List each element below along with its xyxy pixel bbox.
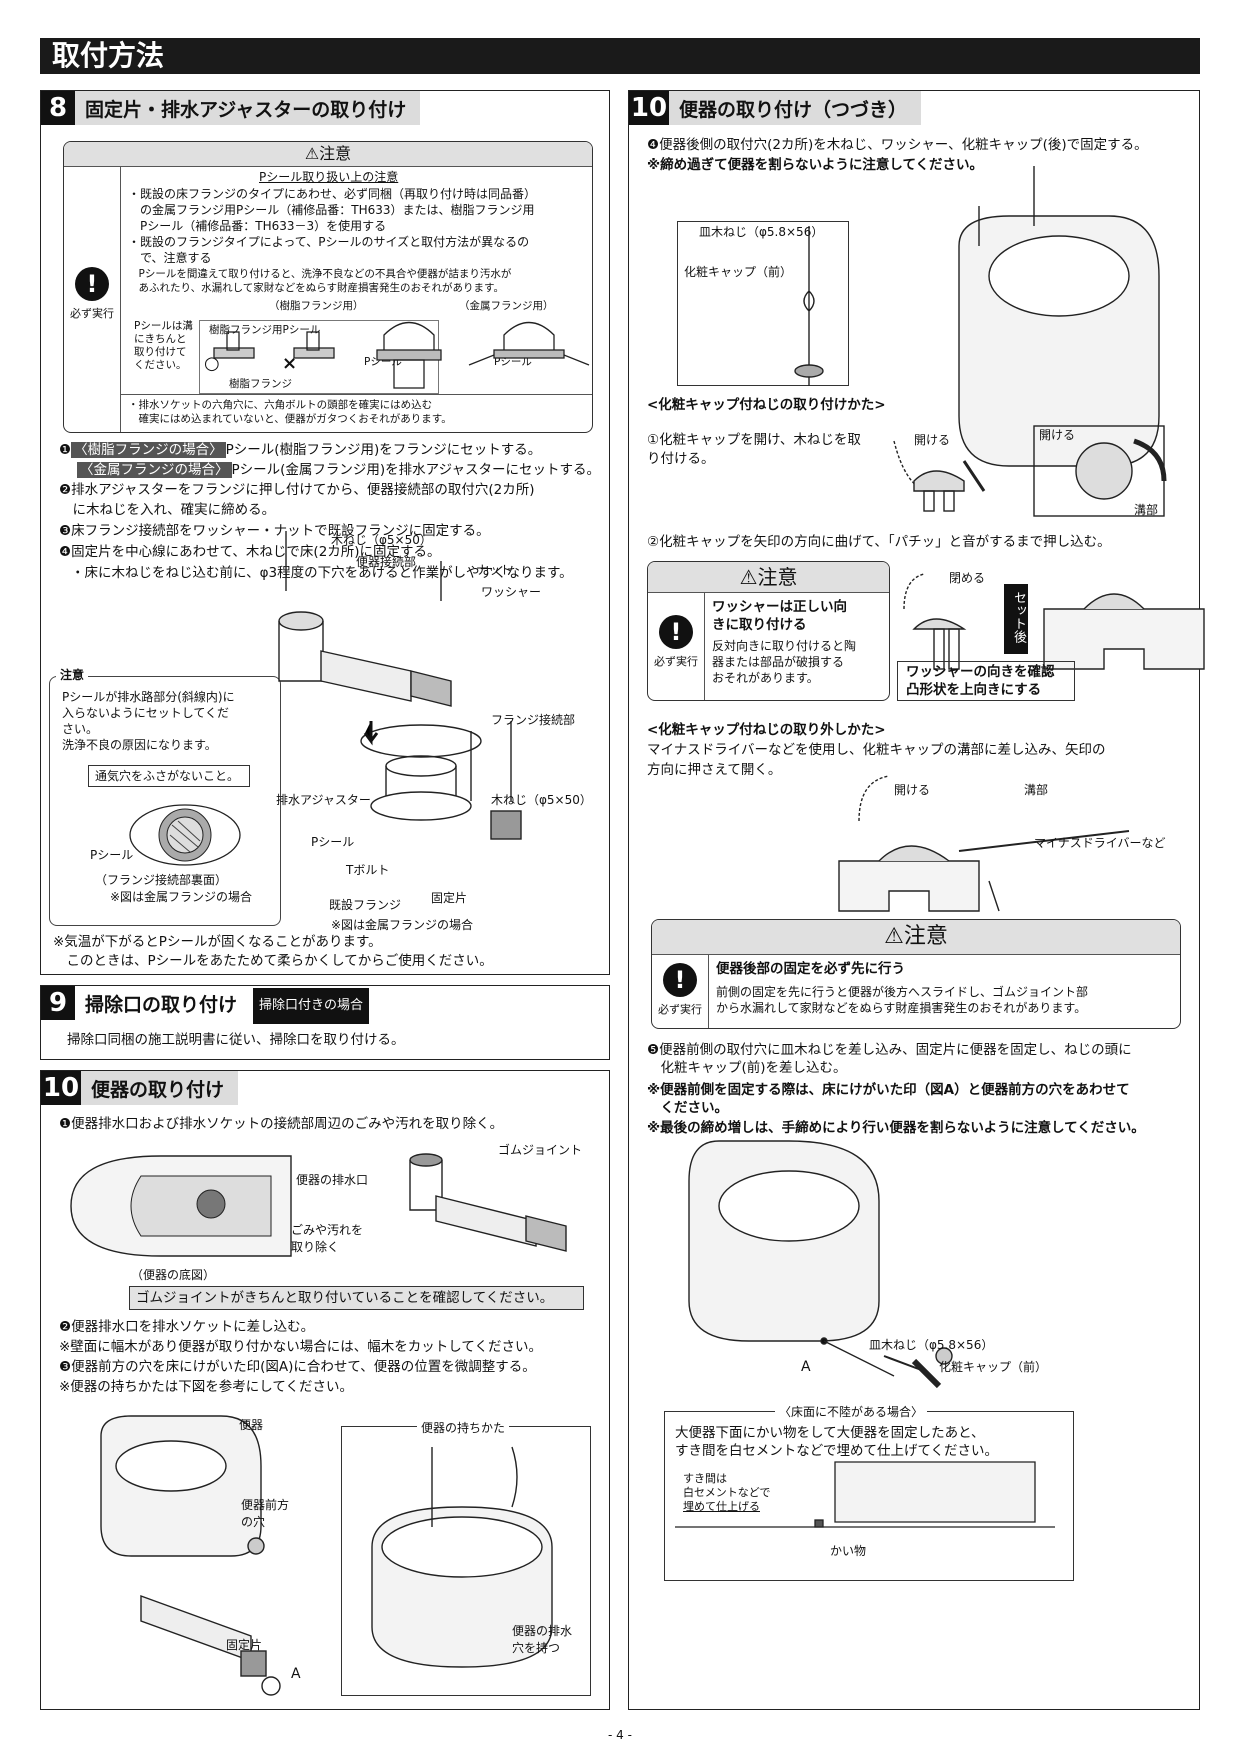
caution-foot: 確実にはめ込まれていないと、便器がガタつくおそれがあります。 bbox=[128, 413, 452, 425]
caution-line: ・既設のフランジタイプによって、Pシールのサイズと取付方法が異なるの bbox=[128, 235, 530, 249]
note-heading: 注意 bbox=[56, 667, 89, 683]
pseal-flange-illustration bbox=[213, 321, 590, 389]
page-number: - 4 - bbox=[608, 1728, 632, 1742]
rear-fixing-illustration bbox=[794, 166, 1160, 467]
pseal-note-callout: 注意 Pシールが排水路部分(斜線内)に 入らないようにセットしてくだ さい。 洗… bbox=[49, 667, 281, 926]
step-4: ❹便器後側の取付穴(2カ所)を木ねじ、ワッシャー、化粧キャップ(後)で固定する。 bbox=[647, 137, 1148, 153]
uneven-floor-figure: 〈床面に不陸がある場合〉 大便器下面にかい物をして大便器を固定したあと、 すき間… bbox=[664, 1403, 1074, 1581]
caution-line: Pシールを間違えて取り付けると、洗浄不良などの不具合や便器が詰まり汚水が bbox=[128, 268, 512, 280]
cap-close-illustration bbox=[903, 573, 1205, 670]
caution-subtitle: Pシール取り扱い上の注意 bbox=[259, 170, 399, 184]
remove-method-title: <化粧キャップ付ねじの取り外しかた> bbox=[647, 722, 886, 738]
ng-mark: × bbox=[282, 353, 298, 374]
flange-back-illustration bbox=[129, 804, 241, 866]
ok-mark: ○ bbox=[204, 353, 220, 374]
caution-heading: ⚠注意 bbox=[64, 142, 592, 167]
caution-line: ・既設の床フランジのタイプにあわせ、必ず同梱（再取り付け時は同品番） bbox=[128, 187, 537, 201]
step-2: ❷排水アジャスターをフランジに押し付けてから、便器接続部の取付穴(2カ所) bbox=[59, 482, 535, 498]
front-fixing-illustration bbox=[688, 1140, 953, 1389]
step-1: ❶便器排水口および排水ソケットの接続部周辺のごみや汚れを取り除く。 bbox=[59, 1116, 504, 1132]
toilet-bottom-illustration bbox=[70, 1155, 292, 1257]
step-4-note: ・床に木ねじをねじ込む前に、φ3程度の下穴をあけると作業がしやすくなります。 bbox=[71, 565, 573, 581]
vent-note: 通気穴をふさがないこと。 bbox=[88, 765, 250, 787]
drain-adjuster-illustration bbox=[278, 531, 522, 840]
step-2: ❷便器排水口を排水ソケットに差し込む。 bbox=[59, 1319, 315, 1335]
rear-first-caution-box: ⚠注意 ! 必ず実行 便器後部の固定を必ず先に行う 前側の固定を先に行うと便器が… bbox=[651, 919, 1181, 1029]
step-5: ❺便器前側の取付穴に皿木ねじを差し込み、固定片に便器を固定し、ねじの頭に bbox=[647, 1042, 1132, 1058]
cap-remove-illustration bbox=[838, 775, 1130, 912]
caution-foot: ・排水ソケットの六角穴に、六角ボルトの頭部を確実にはめ込む bbox=[128, 399, 433, 411]
must-do-icon: ! bbox=[75, 267, 109, 301]
toilet-placement-illustration bbox=[100, 1415, 281, 1696]
washer-confirm-note: ワッシャーの向きを確認 凸形状を上向きにする bbox=[897, 661, 1075, 701]
must-do-icon: ! bbox=[663, 963, 697, 997]
step-3: ❸床フランジ接続部をワッシャー・ナットで既設フランジに固定する。 bbox=[59, 523, 490, 539]
holding-method-figure: 便器の持ちかた 便器の排水穴を持つ bbox=[341, 1419, 591, 1696]
must-do-column: ! 必ず実行 bbox=[64, 167, 121, 432]
footnote: ※気温が下がるとPシールが固くなることがあります。 bbox=[53, 934, 382, 950]
caution-line: Pシール（補修品番：TH633－3）を使用する bbox=[128, 219, 387, 233]
footnote: このときは、Pシールをあたためて柔らかくしてからご使用ください。 bbox=[53, 953, 493, 969]
caution-line: あふれたり、水漏れして家財などをぬらす財産損害発生のおそれがあります。 bbox=[128, 282, 505, 294]
caution-line: の金属フランジ用Pシール（補修品番：TH633）または、樹脂フランジ用 bbox=[128, 203, 535, 217]
step-3: ❸便器前方の穴を床にけがいた印(図A)に合わせて、便器の位置を微調整する。 bbox=[59, 1359, 536, 1375]
pseal-caution-box: ⚠注意 ! 必ず実行 Pシール取り扱い上の注意 ・既設の床フランジのタイプにあわ… bbox=[63, 141, 593, 433]
attach-method-title: <化粧キャップ付ねじの取り付けかた> bbox=[647, 397, 886, 413]
step-1a: ❶〈樹脂フランジの場合〉Pシール(樹脂フランジ用)をフランジにセットする。 bbox=[59, 442, 542, 458]
step-1b: 〈金属フランジの場合〉Pシール(金属フランジ用)を排水アジャスターにセットする。 bbox=[77, 461, 600, 480]
rear-fixing-figure bbox=[677, 221, 849, 386]
confirm-gum-joint-note: ゴムジョイントがきちんと取り付いていることを確認してください。 bbox=[129, 1286, 584, 1310]
cleanout-badge: 掃除口付きの場合 bbox=[253, 987, 370, 1024]
must-do-icon: ! bbox=[659, 615, 693, 649]
gum-joint-illustration bbox=[409, 1153, 567, 1252]
pseal-groove-note: Pシールは溝にきちんと取り付けてください。 bbox=[134, 320, 193, 371]
caution-line: で、注意する bbox=[128, 251, 212, 265]
page-title: 取付方法 bbox=[40, 38, 1200, 74]
washer-caution-box: ⚠注意 ! 必ず実行 ワッシャーは正しい向 きに取り付ける 反対向きに取り付ける… bbox=[647, 561, 890, 701]
cap-attach-illustration bbox=[893, 425, 1167, 517]
step-4: ❹固定片を中心線にあわせて、木ねじで床(2カ所)に固定する。 bbox=[59, 544, 441, 560]
